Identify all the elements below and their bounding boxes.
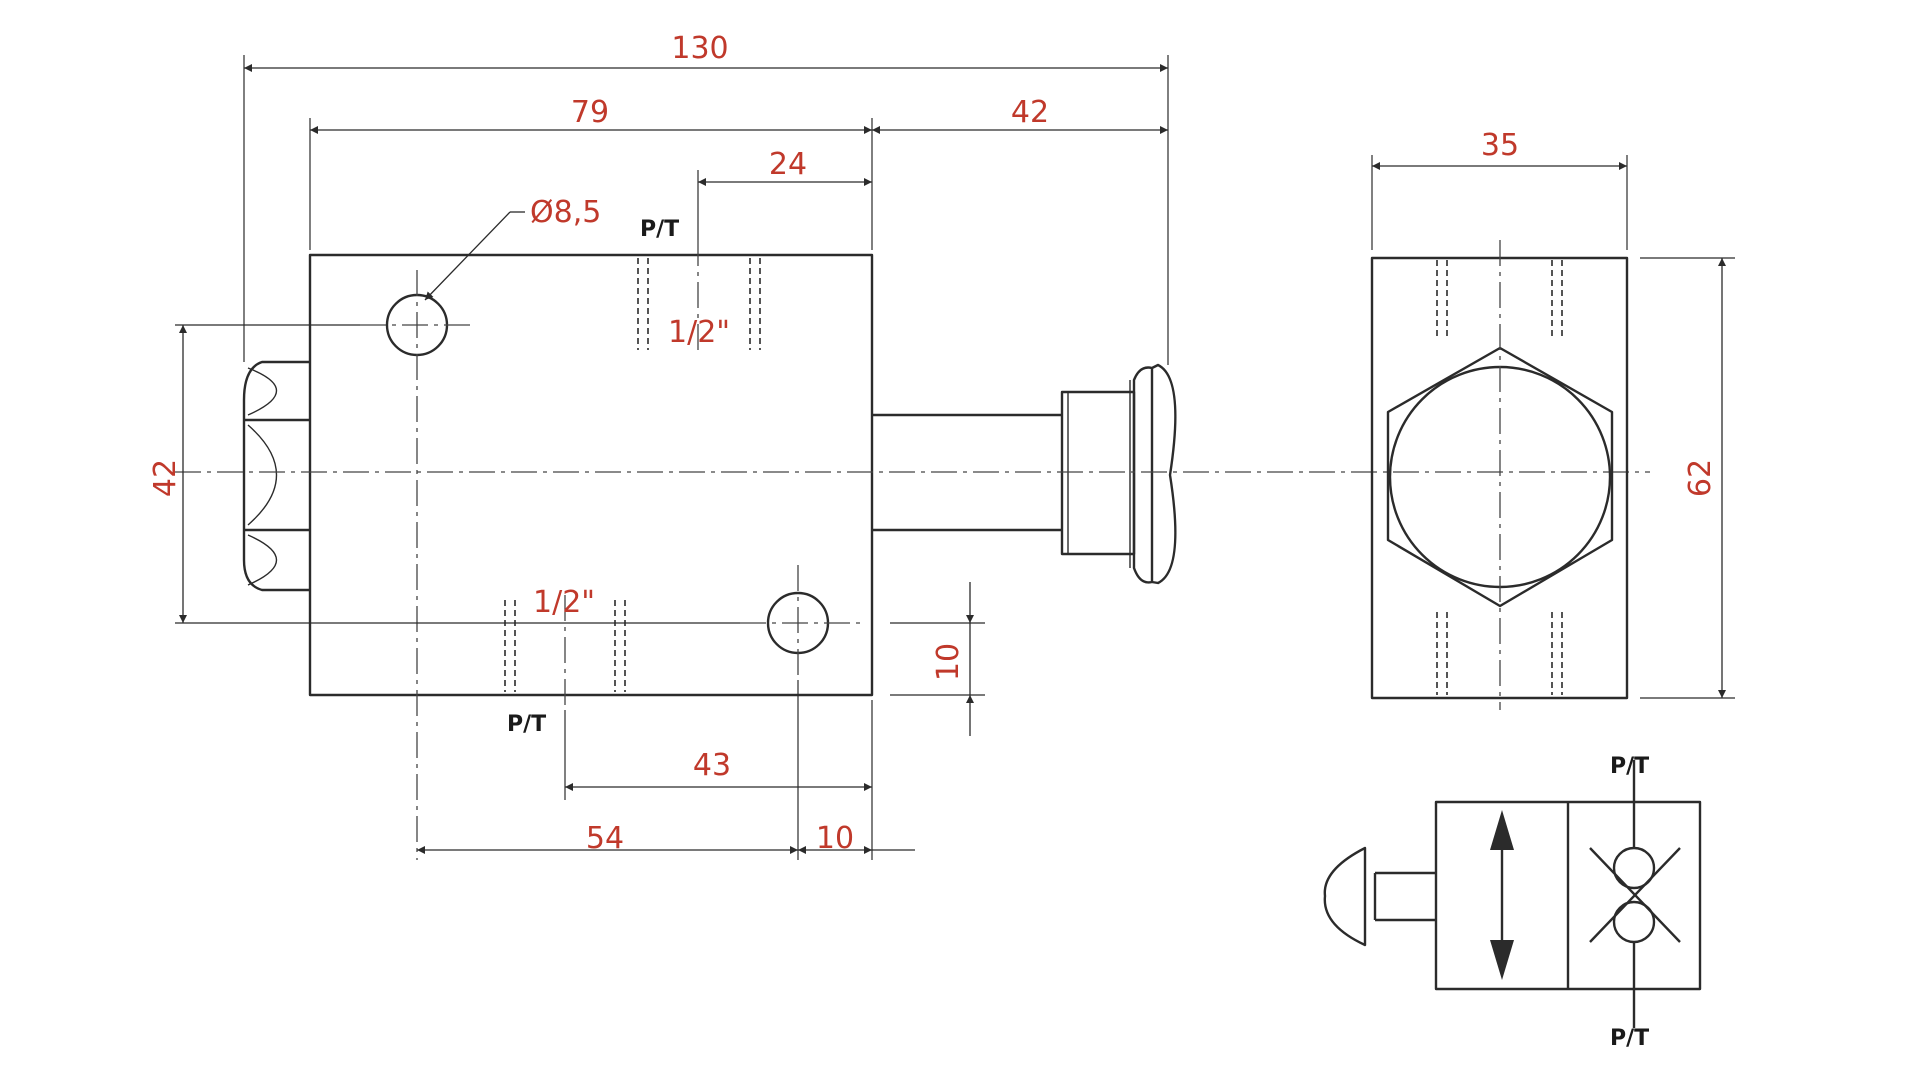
port-top-hidden: [637, 240, 761, 355]
port-label-top: P/T: [640, 217, 679, 242]
hex-outline: [1386, 346, 1614, 608]
dim-62: 62: [1683, 459, 1718, 497]
push-button-knob: [1132, 363, 1177, 585]
dim-10-edge: 10: [931, 643, 966, 681]
dim-diameter: Ø8,5: [530, 195, 601, 230]
front-view: [175, 55, 1650, 860]
dim-24: 24: [769, 147, 807, 182]
dim-43: 43: [693, 748, 731, 783]
side-view: [1370, 155, 1735, 710]
dim-thread-bottom: 1/2": [533, 585, 595, 620]
dim-35: 35: [1481, 128, 1519, 163]
dim-42-height: 42: [148, 459, 183, 497]
valve-body: [308, 253, 874, 697]
plunger-stem: [872, 390, 1136, 556]
dim-thread-top: 1/2": [668, 315, 730, 350]
dim-79: 79: [571, 95, 609, 130]
symbol-port-top: P/T: [1610, 754, 1649, 779]
dim-10-end: 10: [816, 821, 854, 856]
dim-130: 130: [671, 31, 728, 66]
dim-42-stem: 42: [1011, 95, 1049, 130]
hydraulic-symbol: [1323, 760, 1702, 1028]
symbol-port-bottom: P/T: [1610, 1026, 1649, 1051]
port-bottom-hidden: [504, 595, 626, 710]
port-label-bottom: P/T: [507, 712, 546, 737]
dim-54: 54: [586, 821, 624, 856]
hex-nut-side: [242, 360, 310, 592]
